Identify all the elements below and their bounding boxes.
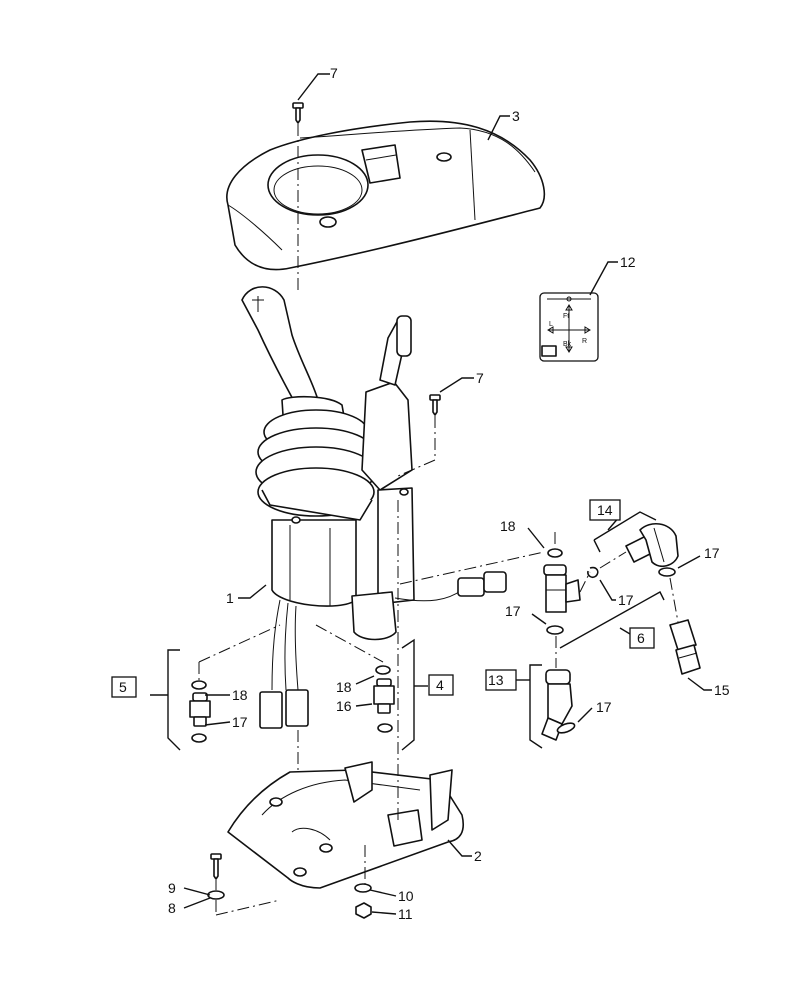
callout-16: 16 <box>336 698 352 714</box>
callout-7-mid: 7 <box>476 370 484 386</box>
hydraulic-fitting-icon <box>189 692 211 727</box>
callout-14: 14 <box>597 502 613 518</box>
leader-lines <box>150 73 712 915</box>
screw-icon <box>292 102 304 124</box>
o-ring-icon <box>547 548 563 558</box>
callout-7-top: 7 <box>330 65 338 81</box>
callout-box-6 <box>629 627 655 649</box>
callout-4: 4 <box>436 677 444 693</box>
callout-17-side: 17 <box>618 592 634 608</box>
decal-mark-left: L <box>549 321 553 328</box>
callout-6: 6 <box>637 630 645 646</box>
callout-2: 2 <box>474 848 482 864</box>
hydraulic-fitting-icon <box>625 523 679 568</box>
callout-5: 5 <box>119 679 127 695</box>
callout-3: 3 <box>512 108 520 124</box>
callout-18-center: 18 <box>336 679 352 695</box>
callout-12: 12 <box>620 254 636 270</box>
callout-17-lower: 17 <box>596 699 612 715</box>
screw-icon <box>210 853 222 880</box>
o-ring-icon <box>546 625 564 635</box>
decal-mark-front: Ft <box>563 313 569 320</box>
decal-mark-back: Bk <box>563 341 572 348</box>
callout-17-left: 17 <box>232 714 248 730</box>
hydraulic-fitting-icon <box>669 619 701 675</box>
callout-17-tee: 17 <box>505 603 521 619</box>
callout-17-elbow: 17 <box>704 545 720 561</box>
group-brackets <box>167 511 665 751</box>
callout-8: 8 <box>168 900 176 916</box>
callout-18-right: 18 <box>500 518 516 534</box>
o-ring-icon <box>377 723 393 733</box>
nut-icon <box>355 902 372 919</box>
callout-box-5 <box>111 676 137 698</box>
callout-10: 10 <box>398 888 414 904</box>
hydraulic-fitting-icon <box>541 669 573 741</box>
callout-box-14 <box>589 499 621 521</box>
o-ring-icon <box>191 733 207 743</box>
callout-11: 11 <box>398 906 413 922</box>
hydraulic-fitting-icon <box>373 678 395 714</box>
assembly-centerlines <box>198 124 679 916</box>
o-ring-icon <box>587 566 599 578</box>
o-ring-icon <box>375 665 391 675</box>
decal-mark-right: R <box>582 338 587 345</box>
mounting-plate <box>227 761 464 889</box>
callout-9: 9 <box>168 880 176 896</box>
callout-13: 13 <box>488 672 504 688</box>
callout-1: 1 <box>226 590 234 606</box>
callout-box-4 <box>428 674 454 696</box>
o-ring-icon <box>191 680 207 690</box>
callout-box-13 <box>485 669 517 691</box>
o-ring-icon <box>658 567 676 577</box>
joystick-assembly <box>241 286 507 729</box>
console-cover <box>226 120 546 271</box>
o-ring-icon <box>556 722 576 734</box>
screw-icon <box>429 394 441 416</box>
washer-icon <box>354 883 372 893</box>
callout-15: 15 <box>714 682 730 698</box>
washer-icon <box>207 890 225 900</box>
hydraulic-fitting-icon <box>543 564 581 613</box>
callout-18-left: 18 <box>232 687 248 703</box>
control-pattern-decal-icon: Ft Bk L R <box>539 292 599 362</box>
